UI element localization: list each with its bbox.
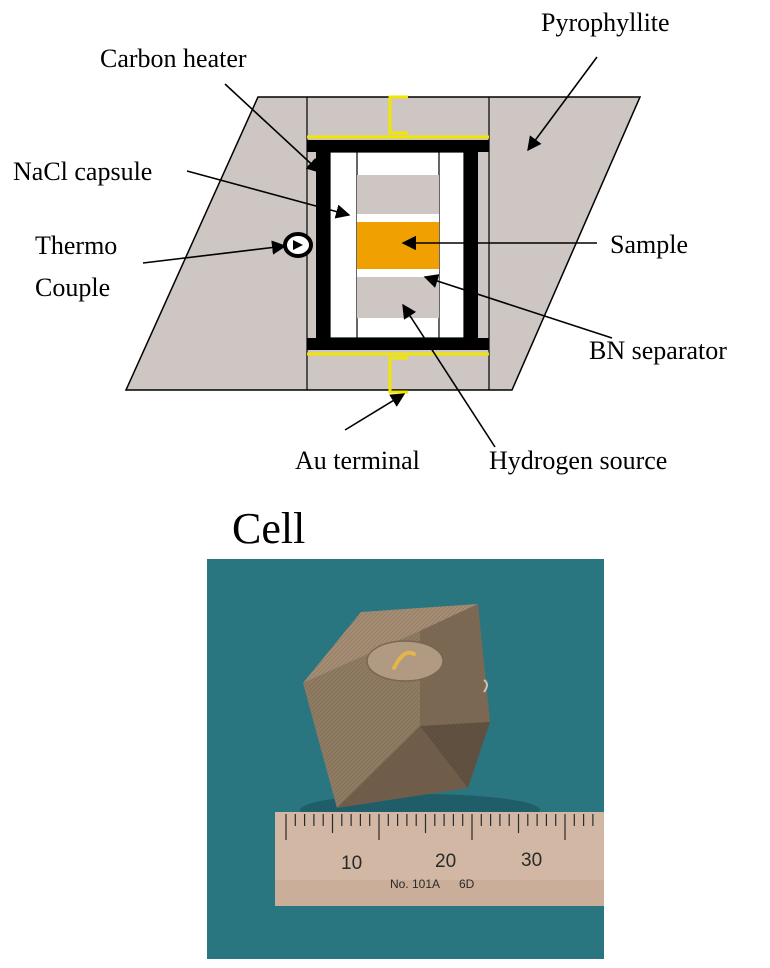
- carbon-heater-left: [316, 140, 330, 350]
- thermocouple-core: [293, 240, 303, 250]
- au-wire-icon: [392, 650, 416, 670]
- octahedron-texture: [303, 604, 490, 808]
- arrow-carbon-heater: [224, 83, 322, 173]
- label-thermo-line1: Thermo: [35, 231, 117, 260]
- ruler-number-10: 10: [341, 853, 362, 874]
- au-terminal-top: [388, 95, 408, 135]
- label-bn-separator: BN separator: [589, 336, 727, 365]
- arrow-pyrophyllite: [527, 56, 598, 152]
- ruler-text: No. 101A: [390, 877, 440, 891]
- carbon-heater-right: [464, 140, 478, 350]
- ruler-number-30: 30: [521, 850, 542, 871]
- bn-separator-top: [357, 214, 439, 222]
- label-thermo-line2: Couple: [35, 273, 110, 302]
- bn-separator-bottom: [357, 269, 439, 277]
- hydrogen-source-top: [357, 175, 439, 214]
- arrow-nacl-capsule: [186, 170, 351, 219]
- label-sample: Sample: [610, 230, 688, 259]
- ruler-shade: [275, 880, 604, 906]
- carbon-heater-bottom: [307, 338, 489, 350]
- arrow-au-terminal: [344, 393, 406, 431]
- hydrogen-source-bottom: [357, 277, 439, 318]
- label-au-terminal: Au terminal: [295, 446, 420, 475]
- photo-title: Cell: [232, 504, 305, 553]
- label-nacl-capsule: NaCl capsule: [13, 157, 152, 186]
- arrow-hydrogen-source: [402, 303, 496, 448]
- carbon-heater-top: [307, 140, 489, 152]
- thermocouple-wire-icon: [483, 679, 488, 693]
- label-pyrophyllite: Pyrophyllite: [541, 8, 670, 37]
- label-hydrogen-source: Hydrogen source: [489, 446, 667, 475]
- octahedron-disc: [366, 640, 444, 682]
- ruler-number-20: 20: [435, 851, 456, 872]
- arrow-thermocouple: [142, 240, 287, 264]
- au-terminal-bottom: [388, 356, 408, 394]
- cell-photo: 10 20 30 No. 101A 6D: [207, 559, 604, 959]
- arrow-bn-separator: [423, 274, 613, 339]
- ruler-ticks: [285, 814, 594, 840]
- label-carbon-heater: Carbon heater: [100, 44, 247, 73]
- sample-block: [357, 222, 439, 269]
- ruler-text-2: 6D: [459, 877, 475, 891]
